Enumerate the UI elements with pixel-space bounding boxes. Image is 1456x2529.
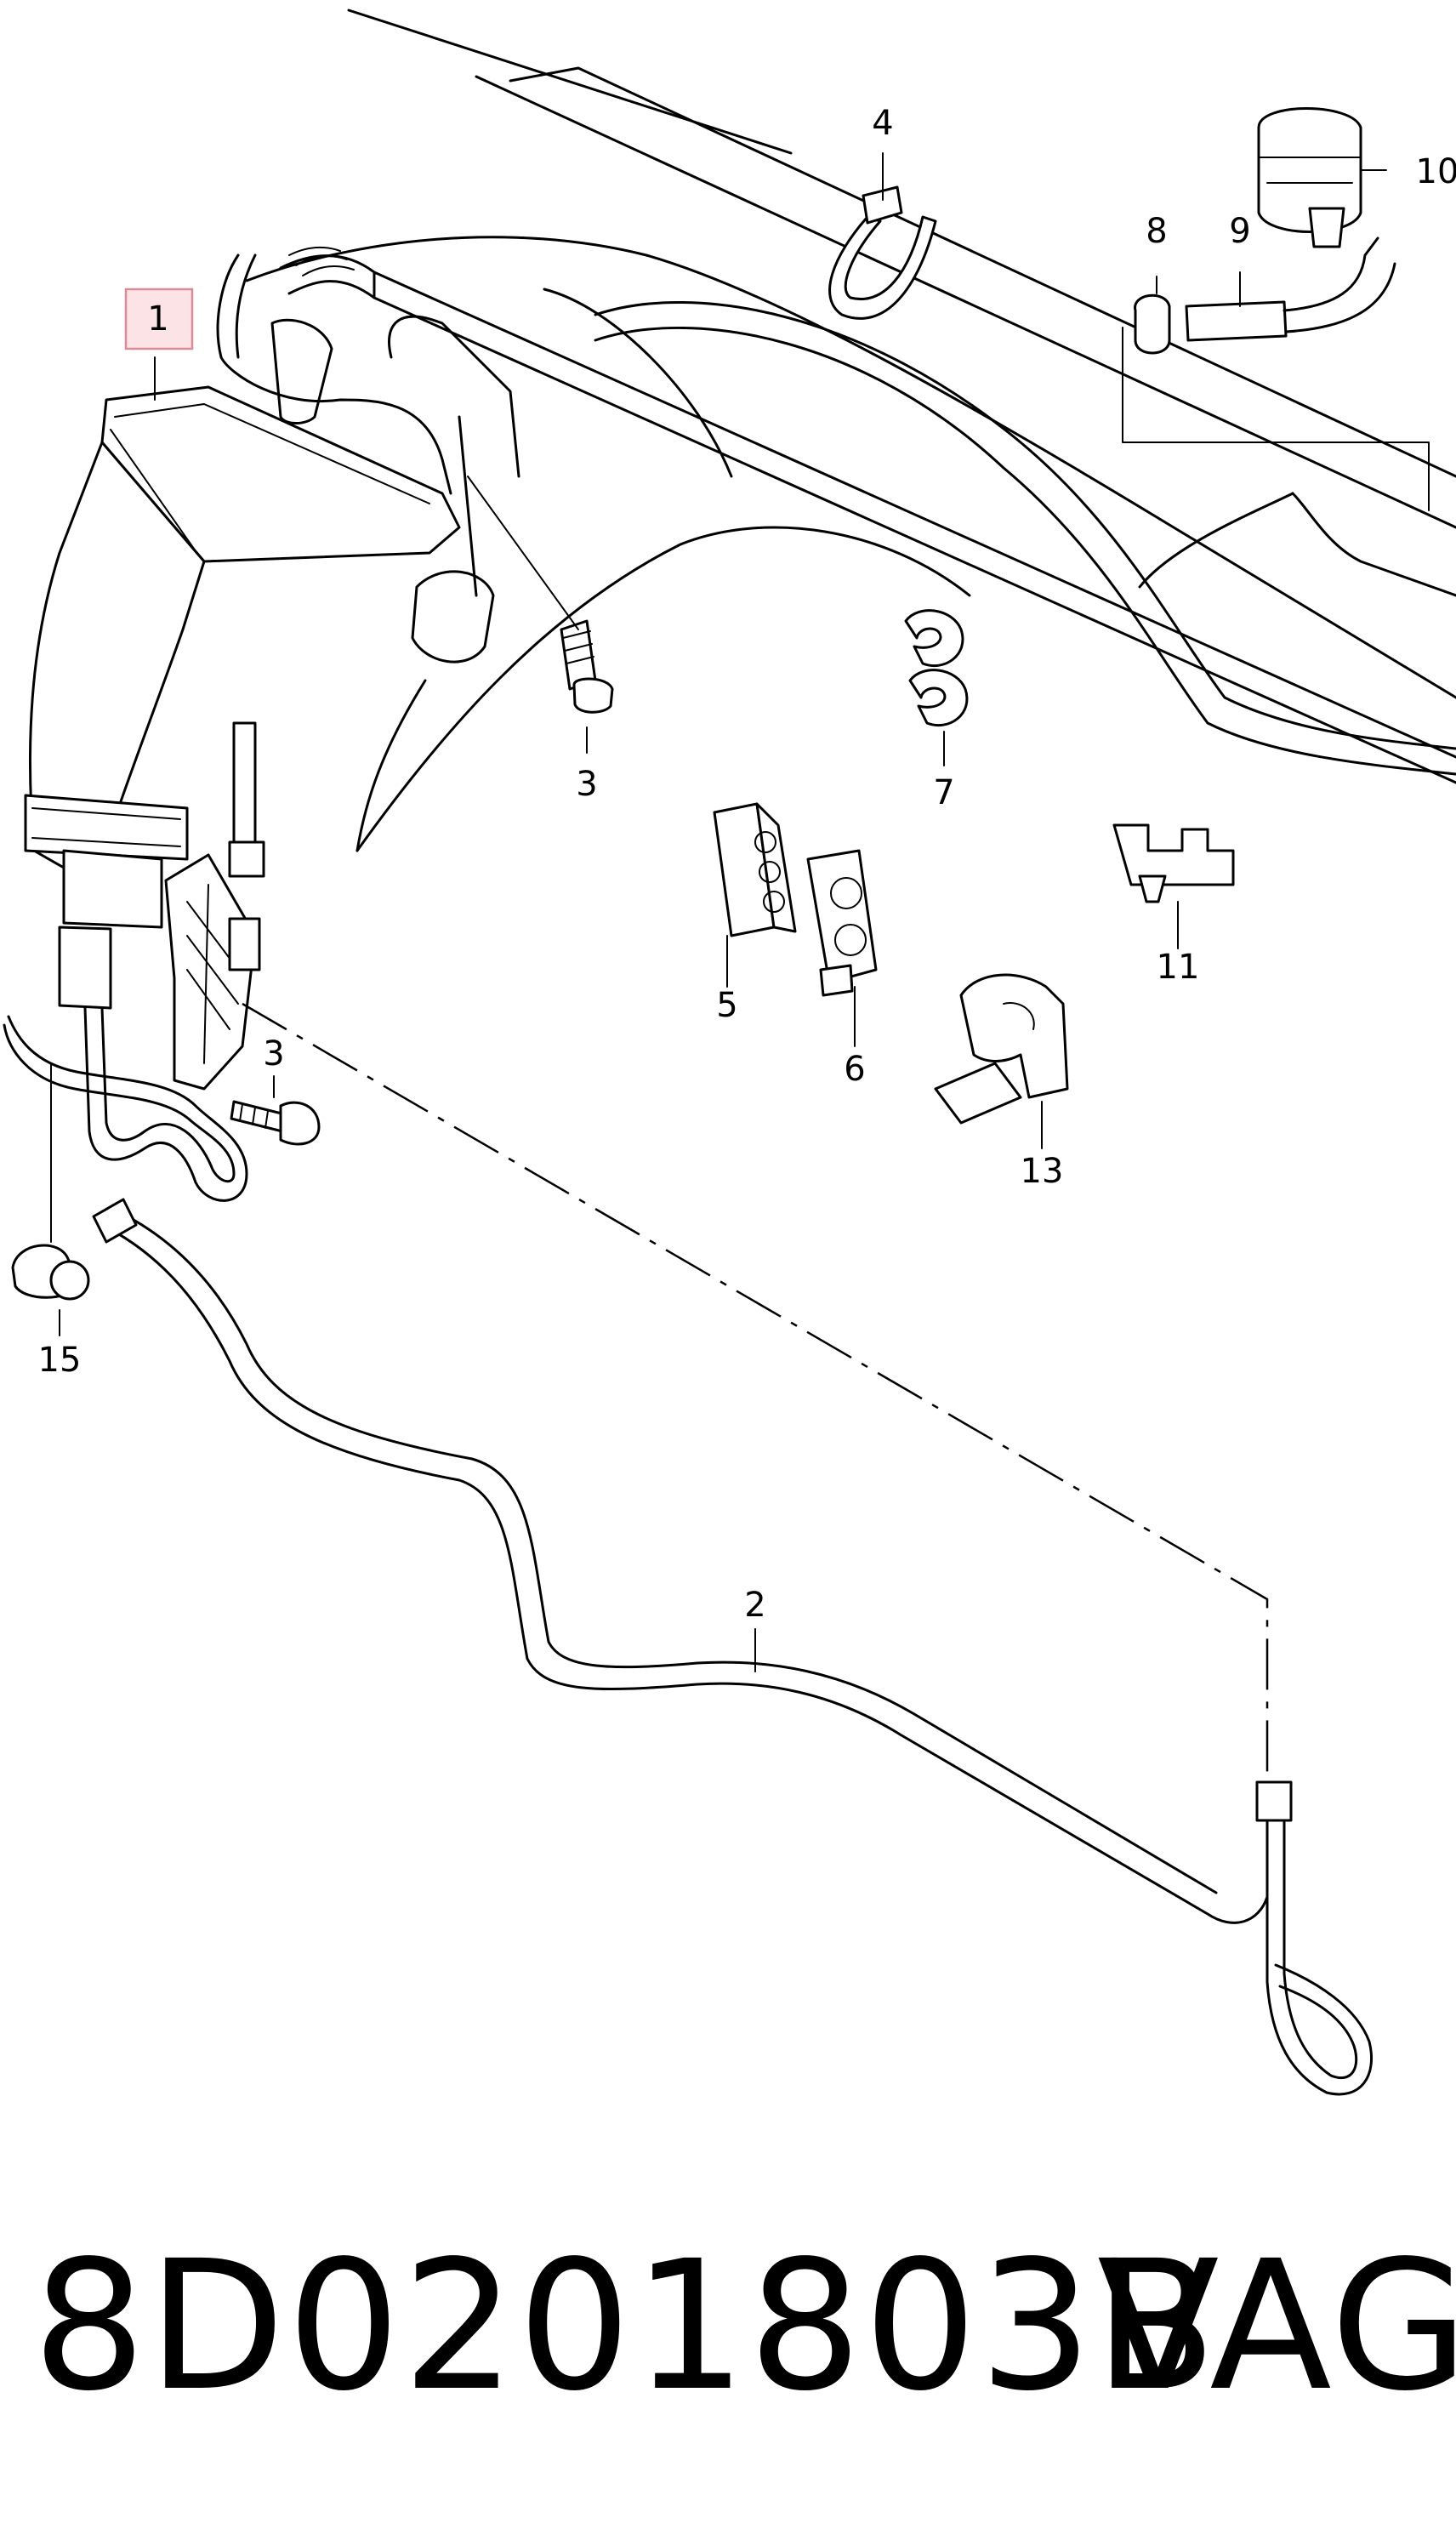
callout-6: 6 — [844, 1050, 865, 1089]
callout-9: 9 — [1229, 212, 1250, 251]
item-8-leader-box — [1122, 327, 1430, 511]
callout-8: 8 — [1146, 212, 1167, 251]
callout-3b: 3 — [263, 1034, 284, 1074]
callout-10: 10 — [1416, 152, 1456, 191]
clip-item-7 — [904, 609, 969, 727]
screw-lower — [230, 1100, 321, 1146]
fuel-line — [92, 1198, 1374, 2096]
hose-item-9 — [1185, 236, 1396, 342]
callout-13: 13 — [1021, 1152, 1064, 1191]
hose-clamp-item-8 — [1134, 293, 1171, 355]
callout-7: 7 — [933, 773, 954, 812]
callout-15: 15 — [38, 1341, 82, 1380]
canister-reservoir — [24, 253, 520, 1010]
part-number: 8D0201803B — [32, 2222, 1219, 2430]
valve-item-10 — [1257, 107, 1362, 248]
clip-item-6 — [806, 849, 878, 997]
callout-4: 4 — [872, 104, 893, 143]
callout-5: 5 — [716, 986, 737, 1025]
brand-label: VAG — [1097, 2222, 1456, 2430]
callout-3a: 3 — [576, 765, 597, 804]
callout-2: 2 — [744, 1586, 765, 1625]
assembly-line — [242, 1002, 1269, 1786]
leader-lines — [59, 152, 1387, 1672]
clip-item-11 — [1112, 823, 1235, 903]
drain-hose — [3, 1006, 248, 1243]
callout-11: 11 — [1157, 948, 1200, 987]
vent-line — [279, 246, 1456, 784]
callout-1: 1 — [124, 288, 194, 350]
clip-item-13 — [934, 973, 1069, 1125]
clip-item-5 — [713, 802, 797, 937]
svg-text:1: 1 — [147, 299, 168, 339]
screw-upper — [467, 476, 614, 714]
callout-1-highlight — [124, 288, 194, 350]
mounting-bracket — [164, 721, 265, 1091]
hose-strap — [828, 185, 937, 320]
grommet-item-15 — [11, 1244, 90, 1301]
